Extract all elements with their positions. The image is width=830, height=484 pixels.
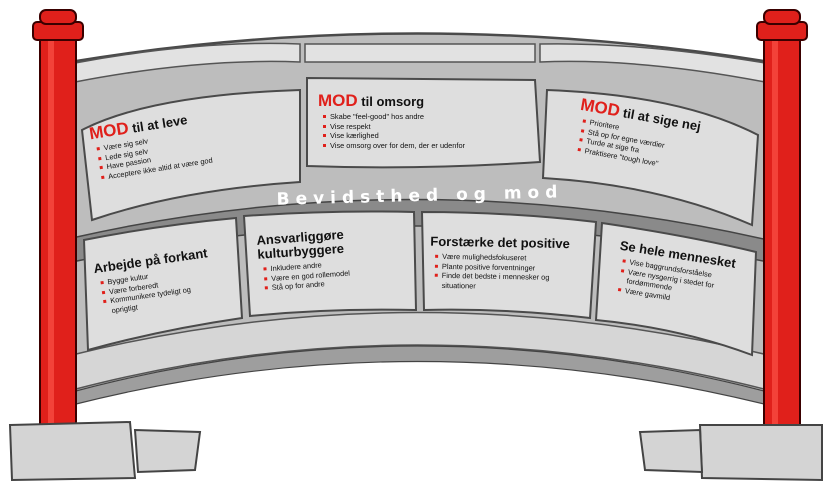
stone-title: Forstærke det positive <box>430 235 582 252</box>
stone-forstaerke-det-positive: Forstærke det positive Være mulighedsfok… <box>430 235 583 293</box>
list-item: Skabe "feel-good" hos andre <box>330 112 465 122</box>
list-item: Vise respekt <box>330 122 465 132</box>
stone-title: Ansvarliggøre kulturbyggere <box>256 226 368 262</box>
stone-title: MOD til omsorg <box>318 94 465 109</box>
stone-ansvarliggoere-kulturbyggere: Ansvarliggøre kulturbyggere Inkludere an… <box>256 226 370 293</box>
right-pillar <box>757 10 807 430</box>
list-item: Vise omsorg over for dem, der er udenfor <box>330 141 465 151</box>
list-item: Finde det bedste i mennesker og situatio… <box>442 271 582 293</box>
stone-mod-til-omsorg: MOD til omsorg Skabe "feel-good" hos and… <box>318 94 465 150</box>
left-pillar <box>33 10 83 430</box>
base-blocks <box>10 422 822 480</box>
item-list: Skabe "feel-good" hos andre Vise respekt… <box>318 112 465 150</box>
item-list: Være mulighedsfokuseret Plante positive … <box>430 252 583 293</box>
list-item: Vise kærlighed <box>330 131 465 141</box>
